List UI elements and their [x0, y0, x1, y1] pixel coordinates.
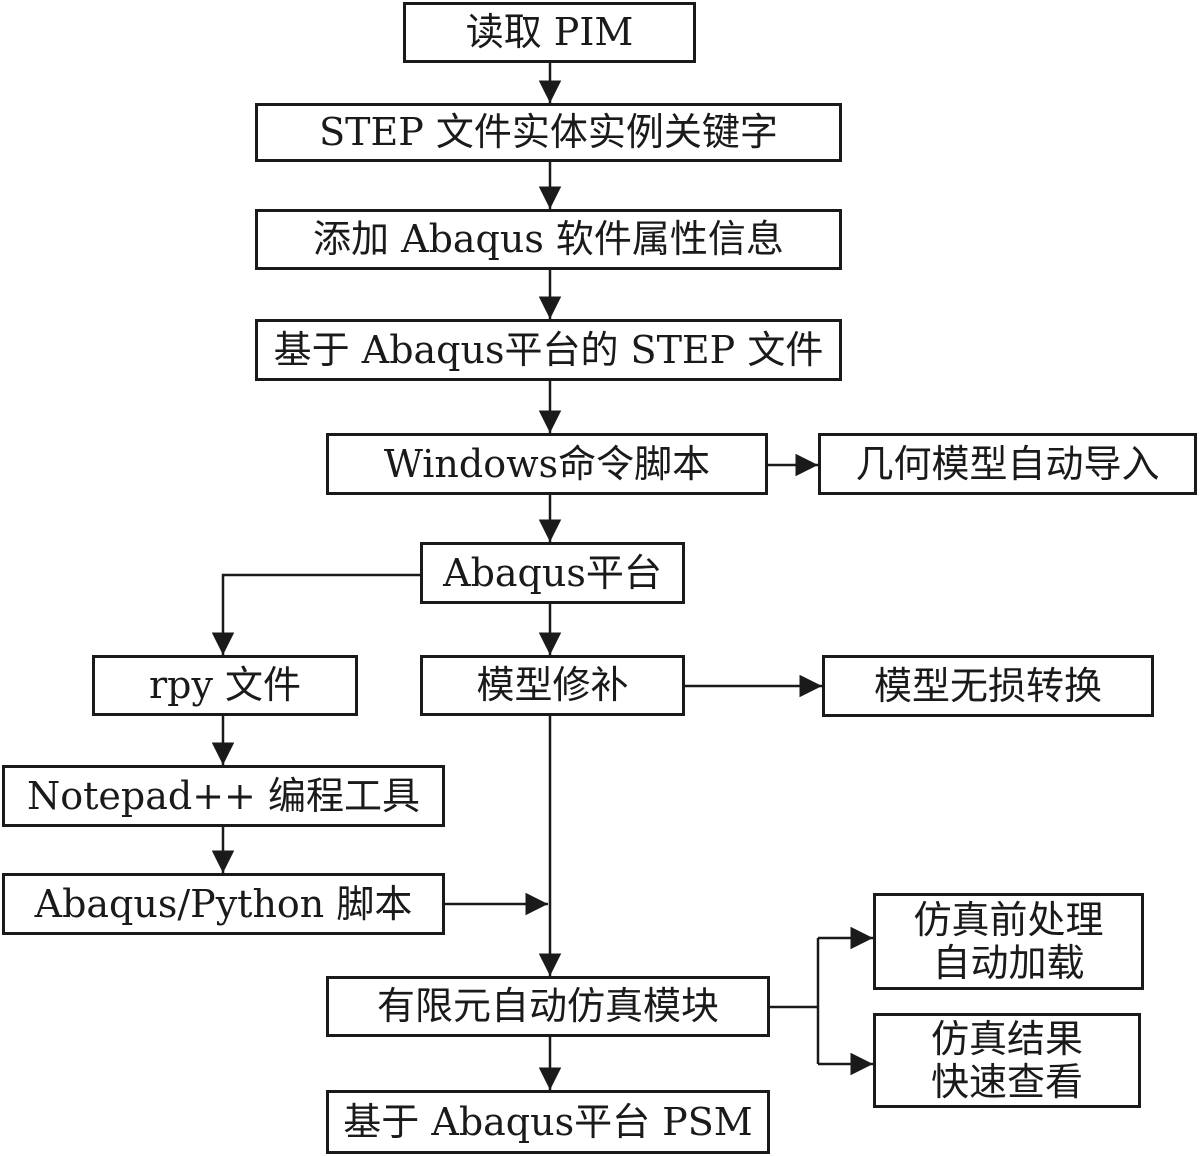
node-python-script: Abaqus/Python 脚本 — [2, 873, 445, 935]
preprocess-line-2: 自动加载 — [932, 940, 1085, 985]
node-model-repair: 模型修补 — [420, 655, 685, 716]
node-add-abaqus-info: 添加 Abaqus 软件属性信息 — [255, 209, 842, 270]
node-rpy-file: rpy 文件 — [92, 655, 358, 716]
node-fem-module: 有限元自动仿真模块 — [326, 976, 770, 1037]
node-psm: 基于 Abaqus平台 PSM — [326, 1090, 770, 1154]
node-lossless-convert: 模型无损转换 — [822, 655, 1154, 717]
node-geometry-import: 几何模型自动导入 — [818, 433, 1197, 495]
preprocess-line-1: 仿真前处理 — [913, 897, 1104, 942]
node-notepad-tool: Notepad++ 编程工具 — [2, 765, 445, 827]
node-windows-script: Windows命令脚本 — [326, 433, 768, 495]
result-line-2: 快速查看 — [930, 1059, 1083, 1104]
result-line-1: 仿真结果 — [930, 1016, 1083, 1061]
node-step-keywords: STEP 文件实体实例关键字 — [255, 103, 842, 162]
node-preprocess-autoload: 仿真前处理 自动加载 — [873, 893, 1144, 990]
arrow-platform-to-rpy — [211, 573, 420, 655]
node-abaqus-platform: Abaqus平台 — [420, 542, 685, 604]
node-result-quickview: 仿真结果 快速查看 — [873, 1013, 1141, 1108]
node-read-pim: 读取 PIM — [403, 2, 696, 63]
node-step-file-abaqus: 基于 Abaqus平台的 STEP 文件 — [255, 319, 842, 381]
